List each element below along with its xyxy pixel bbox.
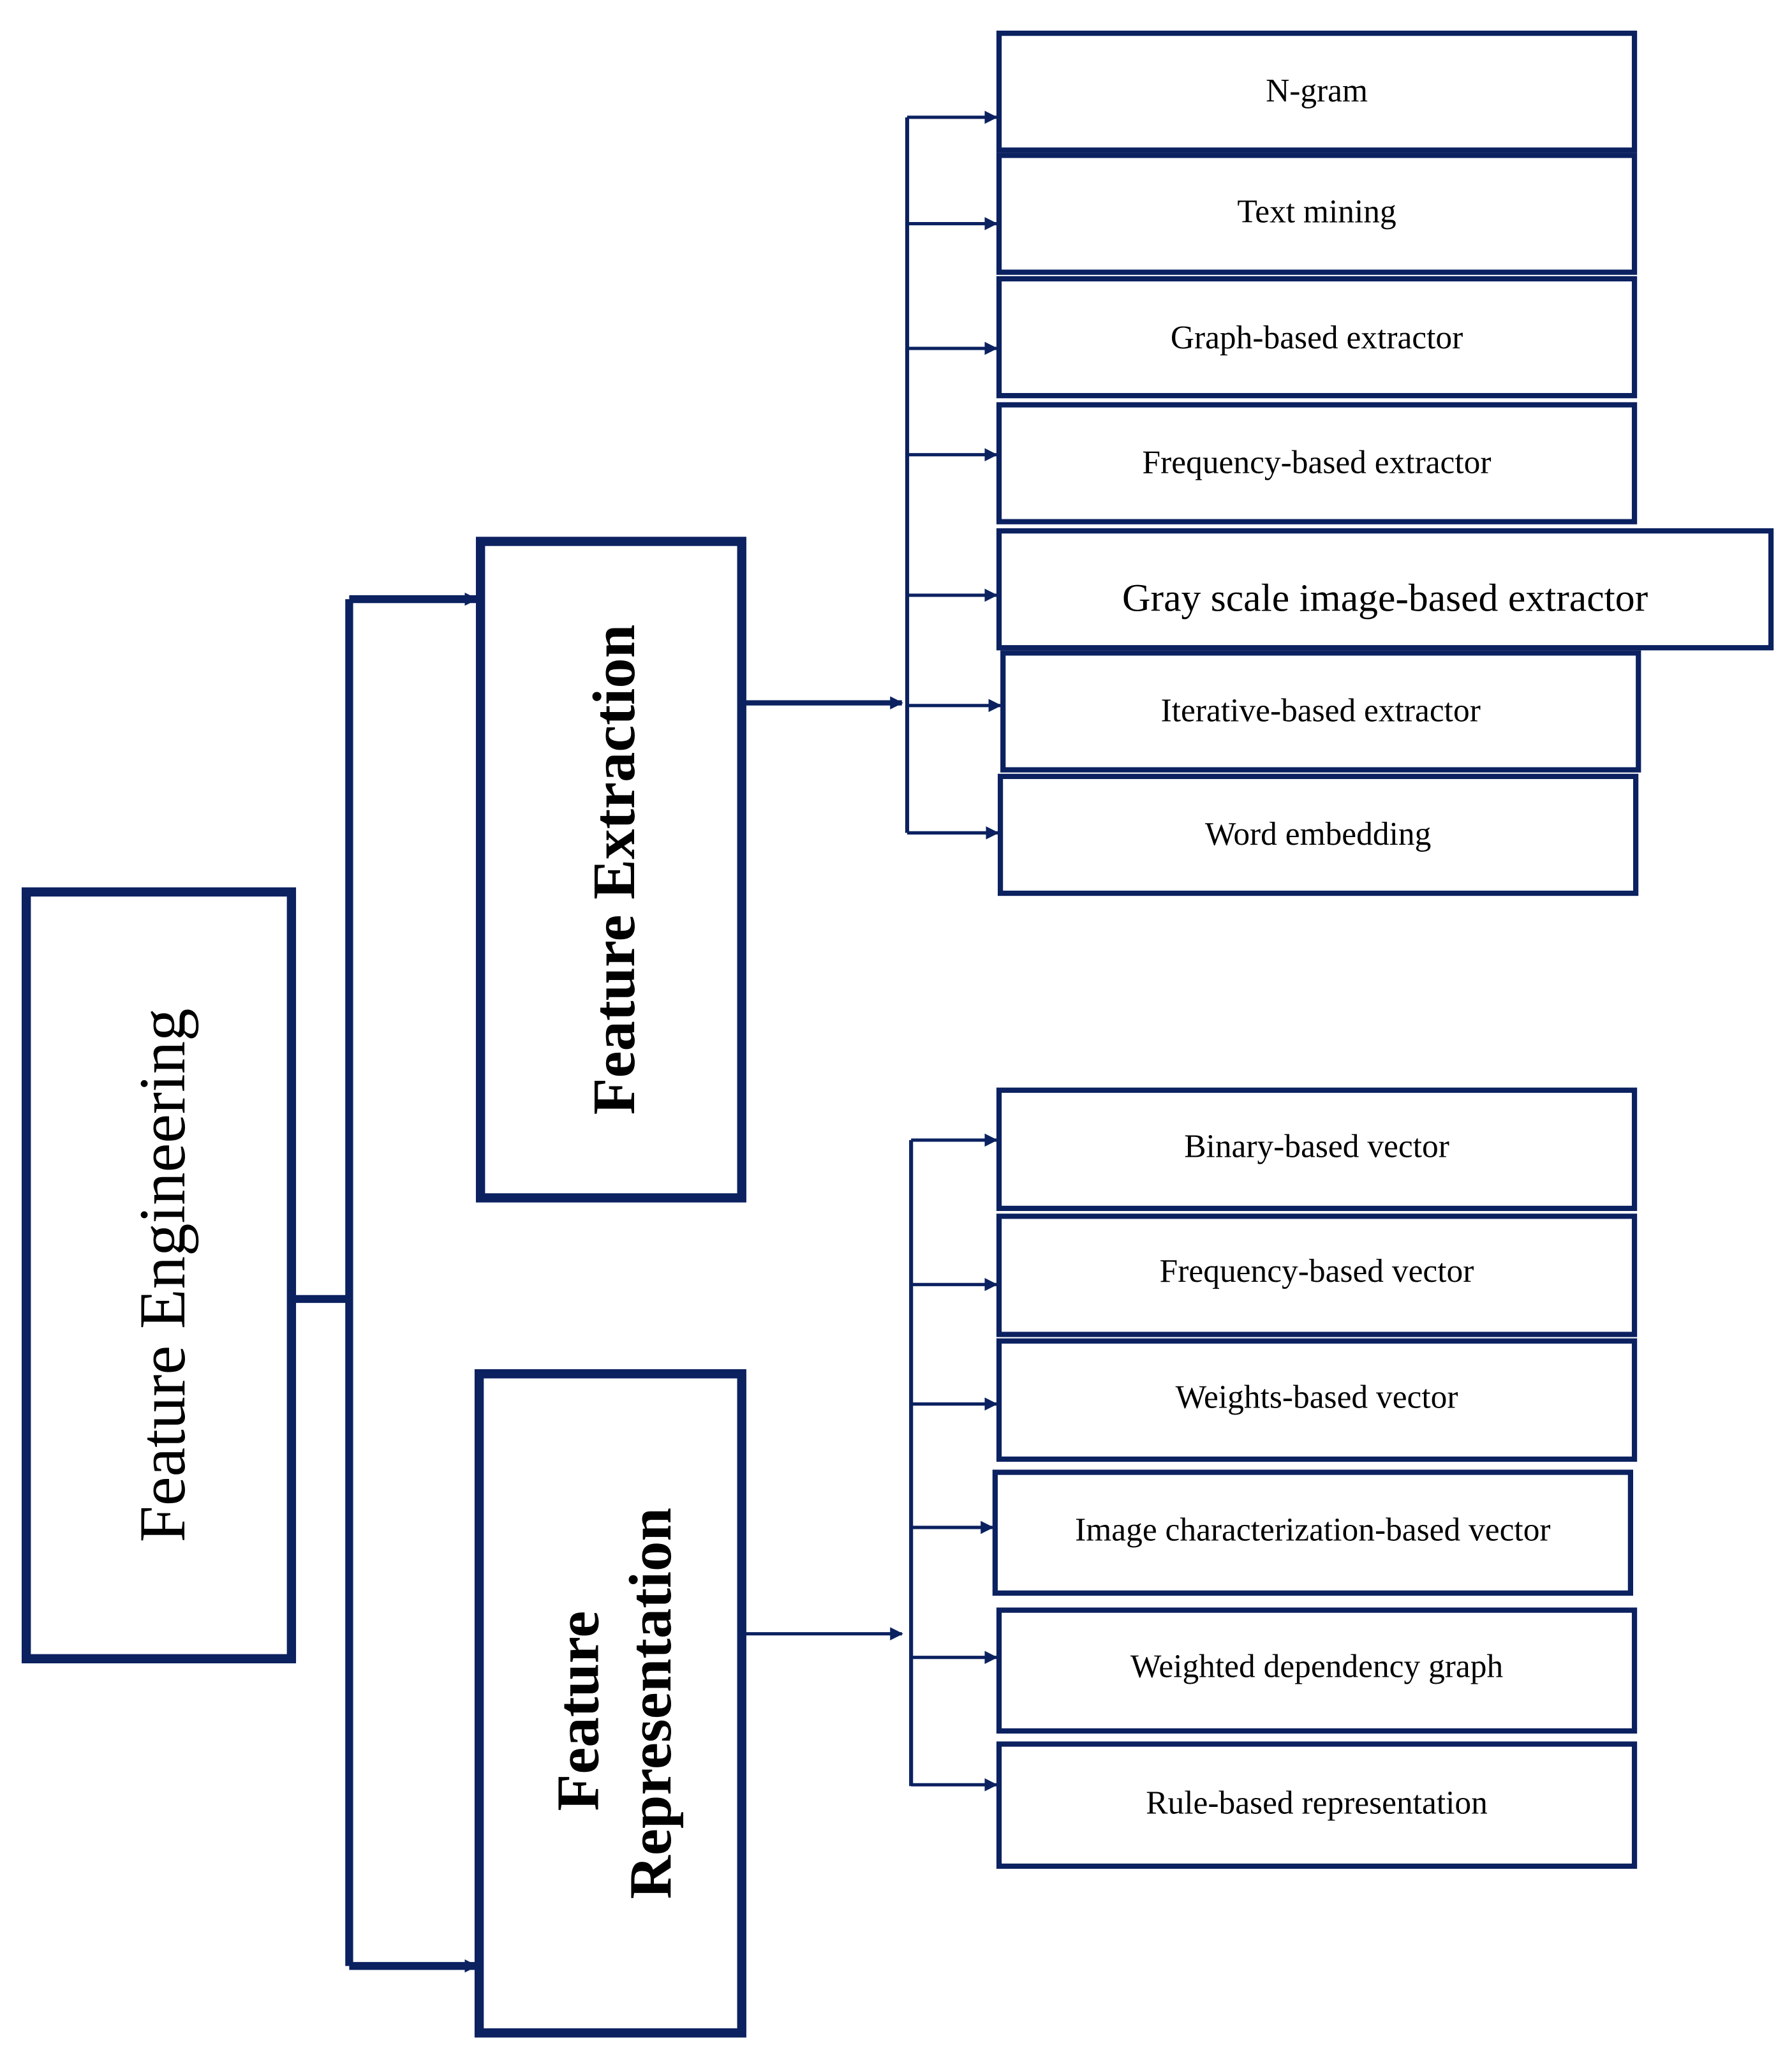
item-box [992, 1469, 1633, 1596]
extraction-item-frequency-based: Frequency-based extractor [907, 402, 1638, 524]
item-box [996, 152, 1638, 275]
item-label: Word embedding [1205, 816, 1431, 852]
item-label: Text mining [1237, 193, 1396, 230]
item-label: Image characterization-based vector [1075, 1512, 1550, 1548]
item-label: Weighted dependency graph [1130, 1649, 1504, 1685]
representation-item-weighted-dependency-graph: Weighted dependency graph [911, 1607, 1638, 1734]
feature-representation-label-line-1: Feature [545, 1611, 611, 1811]
root-connectors [291, 592, 478, 1973]
item-box [996, 31, 1638, 153]
extraction-item-text-mining: Text mining [907, 152, 1638, 275]
item-box [996, 528, 1774, 651]
feature-representation-label: Feature Representation [545, 1508, 684, 1899]
item-box [997, 773, 1639, 896]
item-box [996, 1338, 1638, 1462]
item-label: Rule-based representation [1146, 1785, 1488, 1822]
feature-representation-box [474, 1369, 746, 2038]
item-box [996, 1087, 1638, 1212]
item-label: Iterative-based extractor [1161, 692, 1481, 729]
root-node: Feature Engineering [21, 887, 297, 1663]
extraction-item-iterative-based: Iterative-based extractor [907, 650, 1641, 773]
extraction-item-word-embedding: Word embedding [907, 773, 1639, 896]
root-label: Feature Engineering [126, 1008, 199, 1542]
root-box [21, 887, 297, 1663]
item-label: Weights-based vector [1176, 1379, 1458, 1416]
feature-extraction-box [475, 537, 746, 1203]
item-box [996, 276, 1638, 399]
representation-item-binary-based: Binary-based vector [911, 1087, 1638, 1212]
extraction-item-graph-based: Graph-based extractor [907, 276, 1638, 399]
item-label: Graph-based extractor [1171, 320, 1463, 356]
representation-item-frequency-based: Frequency-based vector [911, 1214, 1638, 1337]
branch-feature-extraction: Feature Extraction N-gram Text mining Gr… [475, 31, 1774, 1203]
branch-feature-representation: Feature Representation Binary-based vect… [474, 1087, 1638, 2038]
item-box [1000, 650, 1641, 773]
item-label: N-gram [1266, 73, 1368, 109]
feature-representation-label-line-2: Representation [618, 1508, 684, 1899]
feature-extraction-label-line: Feature Extraction [581, 625, 648, 1115]
feature-extraction-label: Feature Extraction [581, 625, 648, 1115]
item-label: Binary-based vector [1184, 1129, 1449, 1165]
representation-item-weights-based: Weights-based vector [911, 1338, 1638, 1462]
item-label: Frequency-based extractor [1143, 445, 1492, 481]
representation-item-rule-based: Rule-based representation [911, 1741, 1638, 1869]
item-box [996, 1741, 1638, 1869]
item-label: Gray scale image-based extractor [1122, 577, 1648, 620]
item-box [996, 1214, 1638, 1337]
representation-item-image-characterization: Image characterization-based vector [911, 1469, 1633, 1596]
item-box [996, 1607, 1638, 1734]
extraction-item-gray-scale: Gray scale image-based extractor [907, 528, 1774, 651]
item-box [996, 402, 1638, 524]
item-label: Frequency-based vector [1160, 1253, 1474, 1289]
extraction-item-ngram: N-gram [907, 31, 1638, 153]
